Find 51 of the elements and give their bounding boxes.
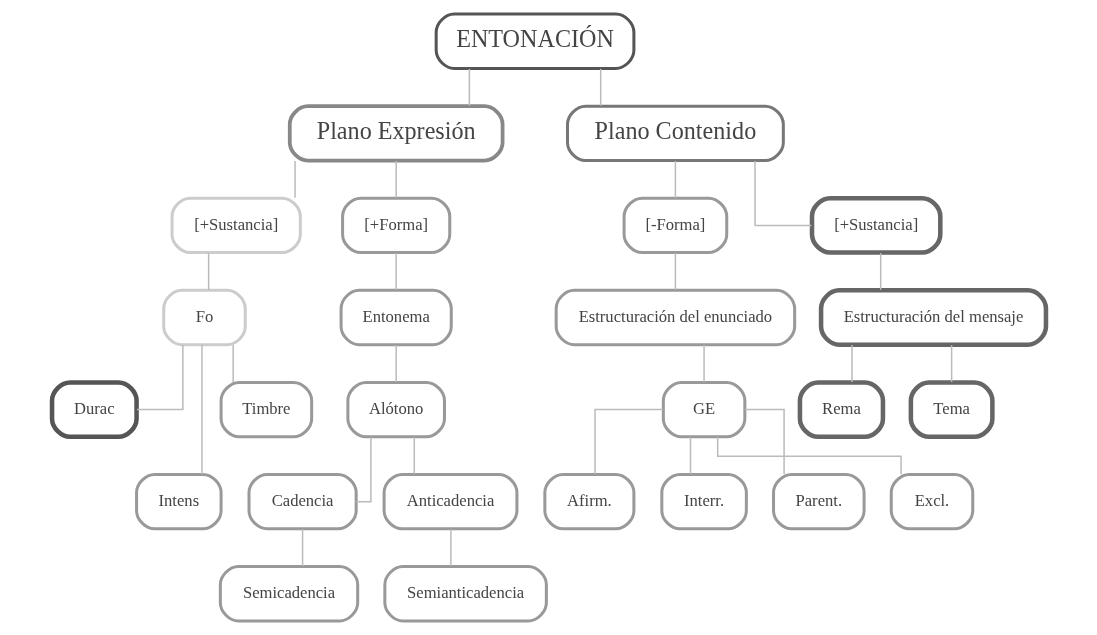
connector — [850, 344, 853, 383]
node-box: Estructuración del mensaje — [818, 288, 1048, 347]
connector — [674, 160, 676, 199]
node-box: Semianticadencia — [382, 565, 548, 623]
node-box: Interr. — [659, 472, 748, 531]
node-box: Plano Contenido — [565, 104, 785, 163]
connector — [599, 68, 601, 107]
node-box: [+Forma] — [340, 196, 451, 255]
node-box: [+Sustancia] — [809, 196, 943, 255]
node-box: Tema — [908, 380, 995, 439]
connector — [200, 343, 203, 476]
node-box: Semicadencia — [218, 565, 359, 623]
connector — [293, 160, 296, 199]
node-box: Rema — [797, 380, 885, 439]
connector — [449, 528, 452, 567]
connector — [753, 160, 812, 227]
node-box: Intens — [134, 472, 223, 531]
connector — [207, 252, 209, 291]
node-box: Timbre — [219, 380, 313, 439]
node-box: [+Sustancia] — [170, 196, 302, 255]
connector — [231, 344, 234, 383]
connector — [702, 344, 705, 383]
node-box: [-Forma] — [622, 196, 728, 255]
node-box: Cadencia — [247, 472, 358, 531]
connector — [394, 344, 397, 383]
node-box: Estructuración del enunciado — [554, 288, 796, 347]
connector — [301, 528, 303, 567]
node-box: Durac — [49, 380, 139, 439]
node-box: ENTONACIÓN — [434, 12, 635, 70]
connector — [593, 408, 664, 475]
connector — [716, 436, 902, 475]
node-box: Parent. — [771, 472, 866, 531]
connector — [950, 344, 952, 383]
node-box: Entonema — [339, 288, 453, 347]
node-box: Plano Expresión — [287, 104, 504, 163]
connector — [394, 160, 397, 199]
node-box: Alótono — [345, 380, 446, 439]
node-box: Anticadencia — [382, 472, 518, 531]
connector — [394, 252, 397, 291]
connector — [674, 252, 676, 291]
connector — [689, 436, 691, 475]
connector — [743, 408, 785, 475]
node-box: GE — [661, 380, 746, 439]
connector — [468, 68, 470, 107]
connector — [413, 436, 415, 475]
node-box: Fo — [161, 288, 247, 347]
connector — [135, 344, 184, 411]
node-box: Excl. — [889, 472, 974, 531]
node-box: Afirm. — [542, 472, 635, 531]
connector — [879, 252, 881, 291]
connector — [355, 436, 372, 503]
